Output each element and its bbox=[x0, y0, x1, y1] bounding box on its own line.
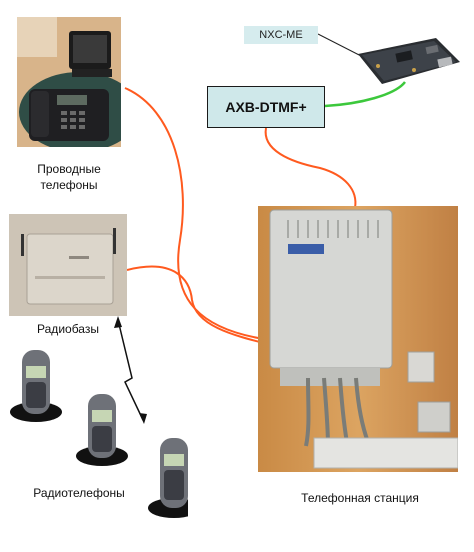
handset-2 bbox=[76, 394, 128, 466]
axb-to-exchange-link bbox=[264, 127, 357, 209]
radio-arrow-head-top bbox=[114, 316, 122, 328]
wired-phones-caption-line2: телефоны bbox=[40, 178, 98, 192]
wired-phones-illustration bbox=[17, 17, 121, 147]
radio-base-illustration bbox=[9, 214, 127, 316]
radio-handsets bbox=[10, 350, 188, 518]
wired-phones-link bbox=[124, 87, 271, 341]
radio-bases-link bbox=[126, 265, 273, 346]
radio-bases-caption: Радиобазы bbox=[37, 322, 99, 336]
axb-dtmf-label: AXB-DTMF+ bbox=[225, 99, 307, 115]
nxc-pointer-line bbox=[317, 33, 366, 59]
radio-phones-caption: Радиотелефоны bbox=[33, 486, 125, 500]
nxc-me-label-box: NXC-ME bbox=[244, 26, 318, 44]
axb-dtmf-box: AXB-DTMF+ bbox=[207, 86, 325, 128]
radio-arrow-head-bottom bbox=[139, 413, 147, 424]
radio-link-arrow bbox=[117, 319, 144, 421]
axb-to-nxc-link bbox=[324, 81, 406, 108]
wired-phones-photo bbox=[17, 17, 121, 147]
handset-3 bbox=[148, 438, 188, 518]
wired-phones-caption-line1: Проводные bbox=[37, 162, 101, 176]
handset-1 bbox=[10, 350, 62, 422]
exchange-caption: Телефонная станция bbox=[301, 491, 419, 505]
nxc-me-label: NXC-ME bbox=[259, 29, 303, 41]
radio-base-photo bbox=[9, 214, 127, 316]
wired-phones-caption: Проводные телефоны bbox=[12, 161, 126, 193]
nxc-board-photo bbox=[358, 38, 460, 84]
exchange-illustration bbox=[258, 206, 458, 472]
exchange-photo bbox=[258, 206, 458, 472]
